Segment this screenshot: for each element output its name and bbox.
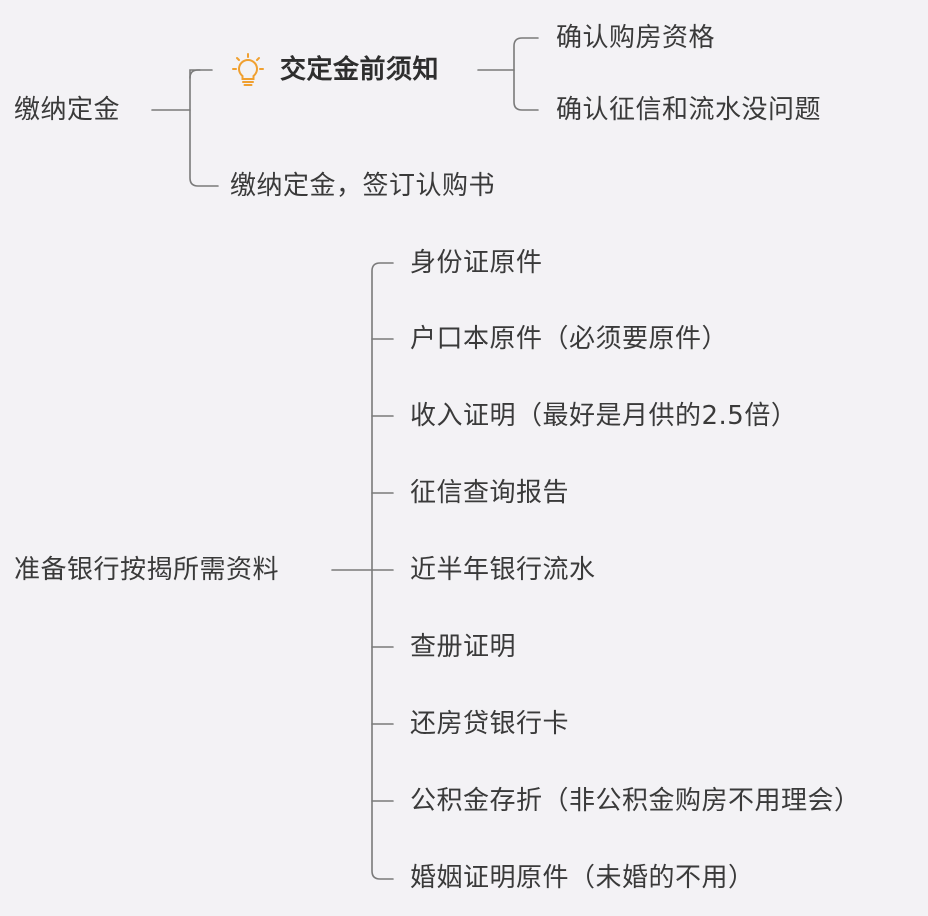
connector-root1-to-topic	[189, 69, 219, 187]
doc-item: 收入证明（最好是月供的2.5倍）	[410, 401, 798, 431]
doc-item: 公积金存折（非公积金购房不用理会）	[410, 786, 861, 816]
topic-node-deposit-notice: 交定金前须知	[280, 55, 440, 85]
doc-item: 还房贷银行卡	[410, 709, 570, 739]
doc-item: 户口本原件（必须要原件）	[410, 324, 729, 354]
root-node-mortgage-docs: 准备银行按揭所需资料	[14, 555, 280, 585]
doc-item: 查册证明	[410, 632, 517, 662]
leaf-confirm-credit: 确认征信和流水没问题	[556, 95, 822, 125]
connector-root1-topic-cap	[189, 69, 213, 79]
node-pay-deposit-sign: 缴纳定金，签订认购书	[230, 171, 496, 201]
leaf-confirm-eligibility: 确认购房资格	[556, 23, 716, 53]
connector-topic-children	[513, 37, 539, 111]
connector-root2-bracket	[371, 262, 394, 880]
doc-item: 近半年银行流水	[410, 555, 596, 585]
root-node-deposit: 缴纳定金	[14, 95, 121, 125]
lightbulb-icon	[232, 53, 264, 86]
doc-item: 征信查询报告	[410, 478, 570, 508]
doc-item: 婚姻证明原件（未婚的不用）	[410, 863, 755, 893]
doc-item: 身份证原件	[410, 248, 543, 278]
